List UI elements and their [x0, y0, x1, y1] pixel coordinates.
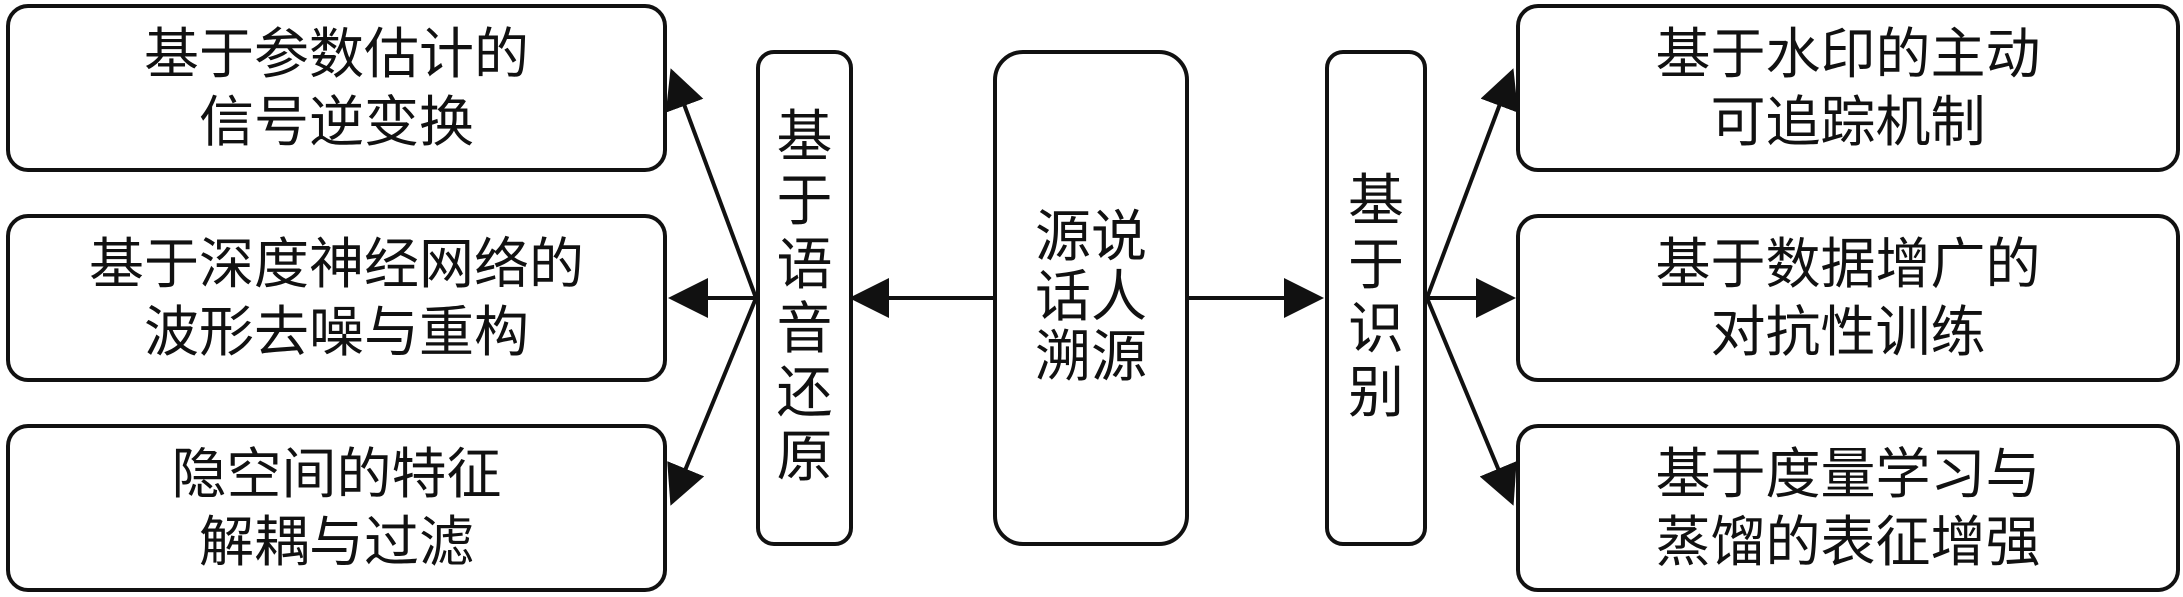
arrow-right-branch-to-item-3: [1425, 297, 1517, 506]
left-item-2-line-1: 基于深度神经网络的: [88, 232, 584, 296]
center-box: 源说话人溯源: [993, 50, 1189, 546]
left-item-2-line-2: 波形去噪与重构: [143, 300, 529, 364]
center-label: 源说话人溯源: [1035, 205, 1147, 390]
arrow-left-branch-to-item-1: [665, 68, 758, 299]
left-item-3-box: 隐空间的特征 解耦与过滤: [6, 424, 667, 592]
right-item-2-line-2: 对抗性训练: [1710, 300, 1986, 364]
left-branch-box: 基于语音还原: [756, 50, 853, 546]
right-item-3-line-2: 蒸馏的表征增强: [1655, 510, 2041, 574]
arrow-left-branch-to-item-3: [667, 297, 758, 506]
right-item-2-box: 基于数据增广的 对抗性训练: [1516, 214, 2180, 382]
right-item-3-box: 基于度量学习与 蒸馏的表征增强: [1516, 424, 2180, 592]
right-item-1-line-2: 可追踪机制: [1710, 90, 1986, 154]
left-item-3-line-1: 隐空间的特征: [171, 442, 502, 506]
right-item-3-line-1: 基于度量学习与: [1655, 442, 2041, 506]
right-item-1-line-1: 基于水印的主动: [1655, 22, 2041, 86]
left-branch-label: 基于语音还原: [776, 105, 833, 490]
left-item-3-line-2: 解耦与过滤: [198, 510, 474, 574]
right-item-1-box: 基于水印的主动 可追踪机制: [1516, 4, 2180, 172]
right-branch-box: 基于识别: [1325, 50, 1427, 546]
left-item-2-box: 基于深度神经网络的 波形去噪与重构: [6, 214, 667, 382]
right-branch-label: 基于识别: [1348, 169, 1404, 426]
left-item-1-line-1: 基于参数估计的: [143, 22, 529, 86]
left-item-1-box: 基于参数估计的 信号逆变换: [6, 4, 667, 172]
left-item-1-line-2: 信号逆变换: [198, 90, 474, 154]
right-item-2-line-1: 基于数据增广的: [1655, 232, 2041, 296]
arrow-right-branch-to-item-1: [1425, 68, 1519, 299]
